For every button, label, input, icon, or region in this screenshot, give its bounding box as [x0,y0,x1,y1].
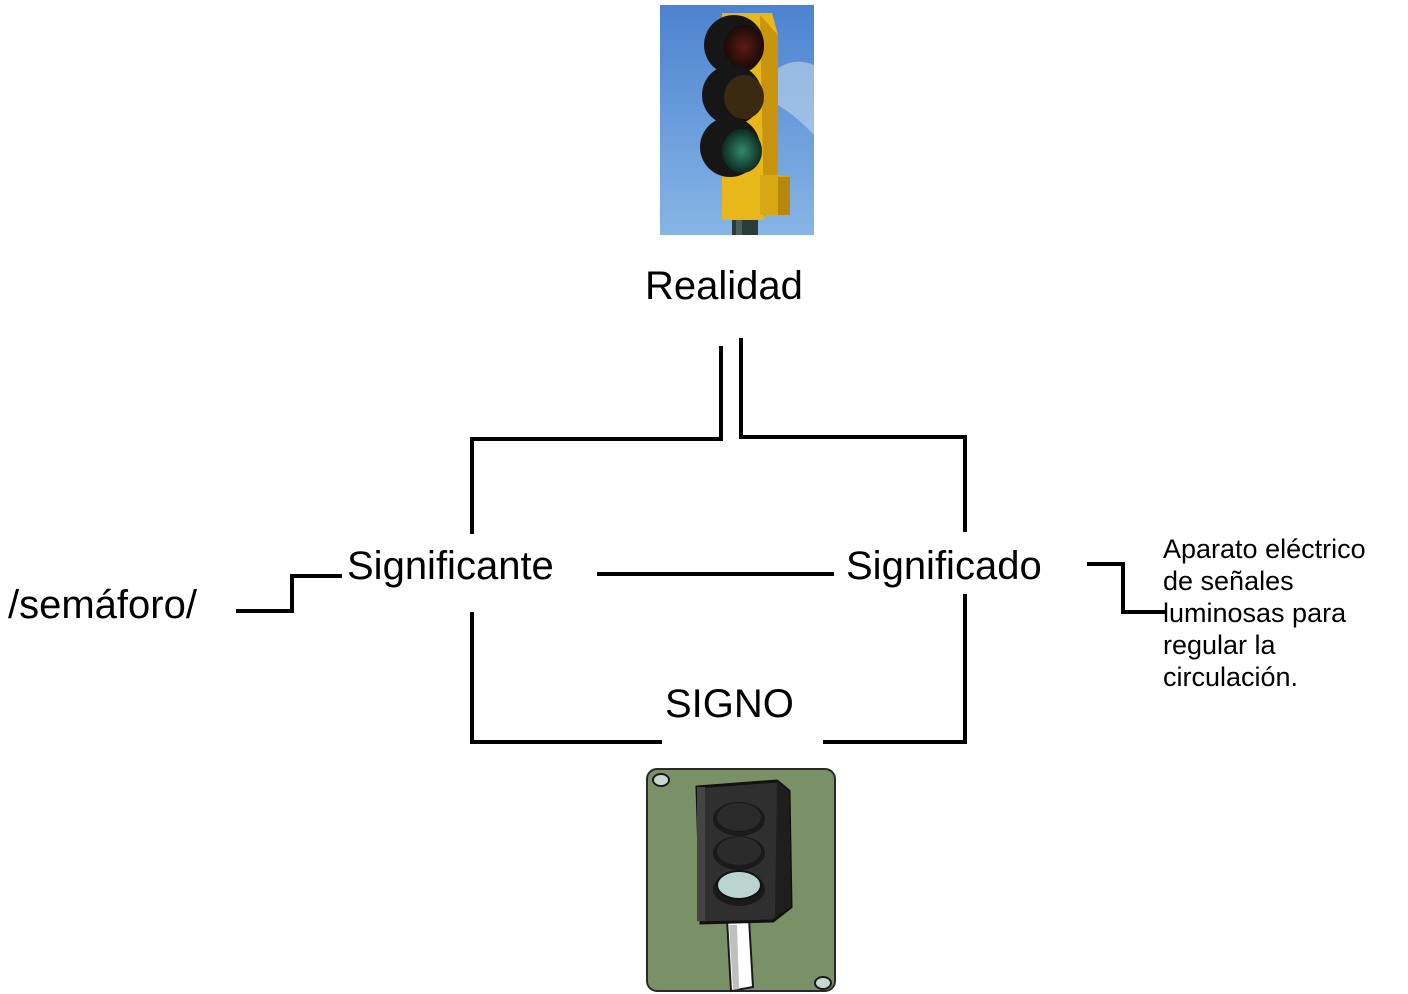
signo-label: SIGNO [665,682,794,726]
significado-label: Significado [846,544,1042,588]
traffic-light-photo-icon [660,5,814,235]
significante-label: Significante [347,544,554,588]
traffic-light-clipart-icon [646,768,836,993]
definition-connector [1087,562,1165,614]
bracket-top-right [739,435,967,532]
bracket-bottom-right [823,594,967,744]
realidad-label: Realidad [645,264,803,308]
bracket-top-left [470,437,723,534]
word-label: /semáforo/ [8,583,197,627]
bracket-bottom-left [470,612,662,744]
definition-text: Aparato eléctrico de señales luminosas p… [1163,534,1366,692]
word-connector [236,574,342,613]
